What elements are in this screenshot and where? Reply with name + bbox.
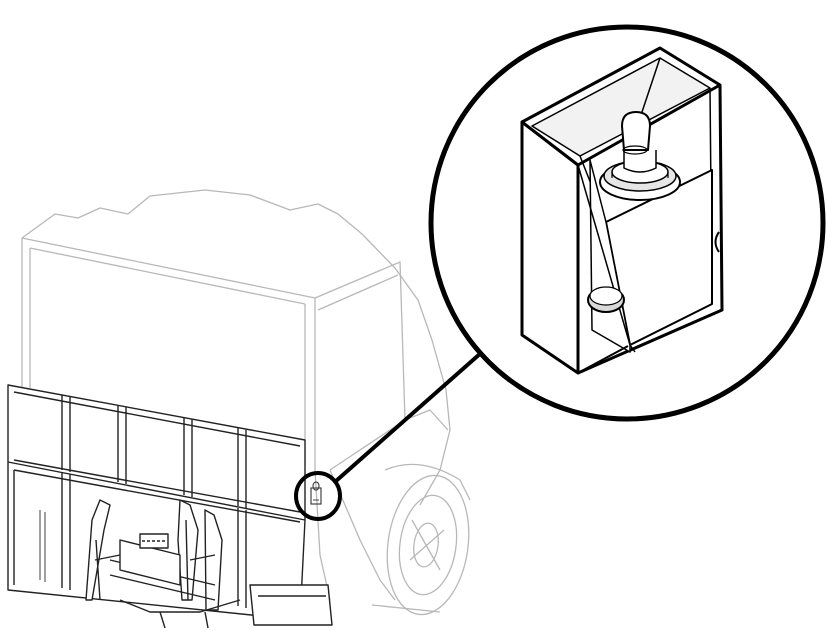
magnified-detail-callout (428, 24, 826, 422)
toggle-switch (599, 111, 681, 201)
truck-body (21, 189, 471, 616)
callout-leader-line (334, 343, 492, 483)
liftgate-platform (7, 384, 333, 629)
switch-location-marker (294, 471, 342, 521)
toggle-switch-box (520, 46, 724, 375)
